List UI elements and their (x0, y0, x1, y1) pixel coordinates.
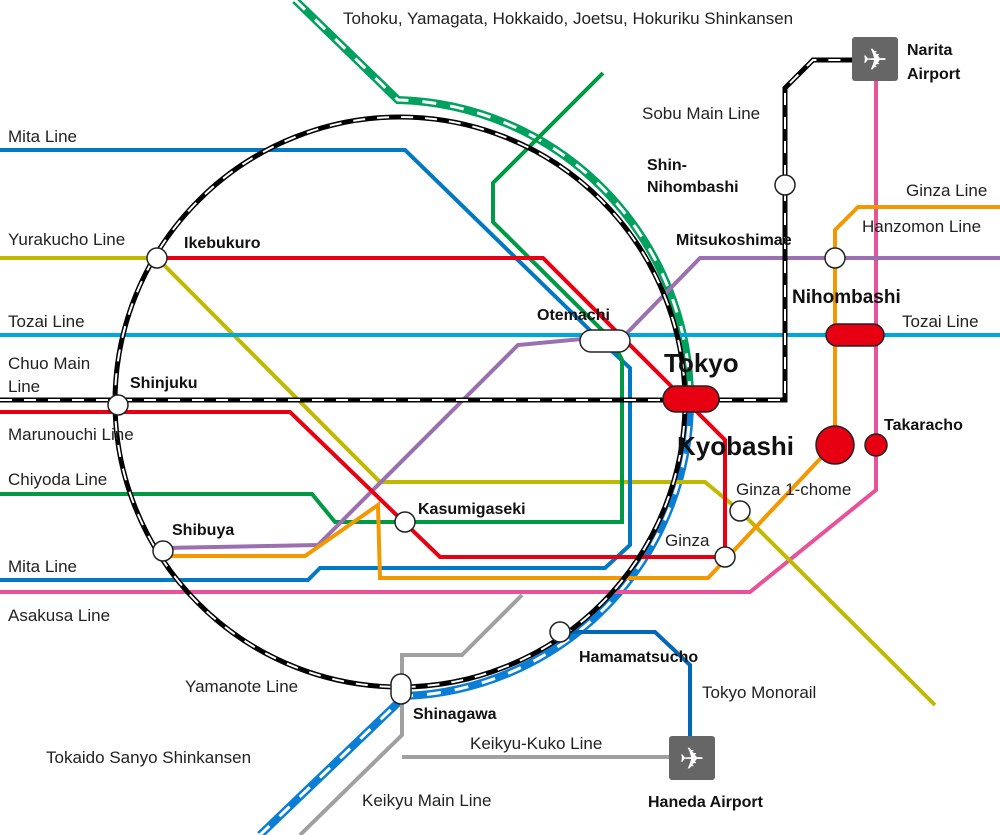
station-hamamatsucho[interactable] (549, 621, 571, 643)
ginza-line[interactable] (163, 205, 1000, 580)
station-ginza-1-chome[interactable] (729, 500, 751, 522)
label-tokaido-shinkansen: Tokaido Sanyo Shinkansen (46, 748, 251, 767)
station-ginza[interactable] (714, 546, 736, 568)
station-mitsukoshimae[interactable] (824, 247, 846, 269)
tokyo-monorail-line[interactable] (560, 630, 692, 740)
label-haneda-airport: Haneda Airport (648, 794, 764, 811)
label-sobu-main-line: Sobu Main Line (642, 104, 760, 123)
label-nihombashi: Nihombashi (792, 287, 901, 308)
station-kyobashi[interactable] (815, 425, 855, 465)
label-shibuya: Shibuya (172, 522, 234, 539)
yurakucho-line[interactable] (0, 256, 937, 707)
label-chuo-main-line-1: Chuo Main (8, 354, 90, 373)
label-hanzomon-line: Hanzomon Line (862, 217, 981, 236)
label-asakusa-line: Asakusa Line (8, 606, 110, 625)
station-kasumigaseki[interactable] (394, 511, 416, 533)
label-yamanote-line: Yamanote Line (185, 677, 298, 696)
tokaido-shinkansen-line[interactable] (257, 397, 695, 835)
label-tokyo-monorail: Tokyo Monorail (702, 683, 816, 702)
label-shin-nihombashi-2: Nihombashi (647, 179, 739, 196)
label-otemachi: Otemachi (537, 307, 610, 324)
keikyu-line[interactable] (298, 593, 670, 835)
label-mita-line-bottom: Mita Line (8, 557, 77, 576)
station-shinagawa[interactable] (390, 673, 412, 705)
asakusa-line[interactable] (0, 70, 878, 594)
label-mitsukoshimae: Mitsukoshimae (676, 232, 792, 249)
station-ikebukuro[interactable] (146, 247, 168, 269)
label-shin-nihombashi-1: Shin- (647, 157, 687, 174)
mita-line[interactable] (0, 148, 632, 582)
station-otemachi[interactable] (579, 329, 631, 353)
label-marunouchi-line: Marunouchi Line (8, 425, 134, 444)
label-ginza: Ginza (665, 531, 710, 550)
label-tozai-line-right: Tozai Line (902, 312, 979, 331)
label-ginza-line: Ginza Line (906, 181, 987, 200)
label-keikyu-kuko-line: Keikyu-Kuko Line (470, 734, 602, 753)
label-mita-line: Mita Line (8, 127, 77, 146)
label-shinagawa: Shinagawa (413, 706, 497, 723)
svg-text:✈: ✈ (679, 743, 704, 776)
label-kasumigaseki: Kasumigaseki (418, 501, 526, 518)
label-narita-airport-2: Airport (907, 66, 961, 83)
station-nihombashi[interactable] (825, 323, 885, 347)
chuo-sobu-line[interactable] (0, 57, 855, 403)
narita-airport-icon[interactable]: ✈ (852, 37, 898, 81)
label-chiyoda-line: Chiyoda Line (8, 470, 107, 489)
station-takaracho[interactable] (864, 433, 888, 457)
chiyoda-line[interactable] (0, 71, 624, 524)
label-hamamatsucho: Hamamatsucho (579, 649, 698, 666)
label-narita-airport-1: Narita (907, 42, 952, 59)
label-takaracho: Takaracho (884, 417, 963, 434)
station-tokyo[interactable] (662, 385, 720, 413)
label-shinjuku: Shinjuku (130, 375, 198, 392)
label-keikyu-main-line: Keikyu Main Line (362, 791, 491, 810)
station-shibuya[interactable] (152, 540, 174, 562)
station-shin-nihombashi[interactable] (774, 174, 796, 196)
station-shinjuku[interactable] (107, 394, 129, 416)
label-tohoku-shinkansen: Tohoku, Yamagata, Hokkaido, Joetsu, Hoku… (343, 9, 793, 28)
label-ikebukuro: Ikebukuro (184, 235, 261, 252)
hanzomon-line[interactable] (162, 256, 1000, 550)
tohoku-shinkansen-line[interactable] (292, 0, 694, 399)
haneda-airport-icon[interactable]: ✈ (669, 736, 715, 780)
svg-text:✈: ✈ (862, 44, 887, 77)
label-chuo-main-line-2: Line (8, 377, 40, 396)
label-ginza-1-chome: Ginza 1-chome (736, 480, 851, 499)
label-kyobashi: Kyobashi (677, 431, 794, 461)
label-tokyo: Tokyo (664, 348, 739, 378)
label-tozai-line: Tozai Line (8, 312, 85, 331)
label-yurakucho-line: Yurakucho Line (8, 230, 125, 249)
